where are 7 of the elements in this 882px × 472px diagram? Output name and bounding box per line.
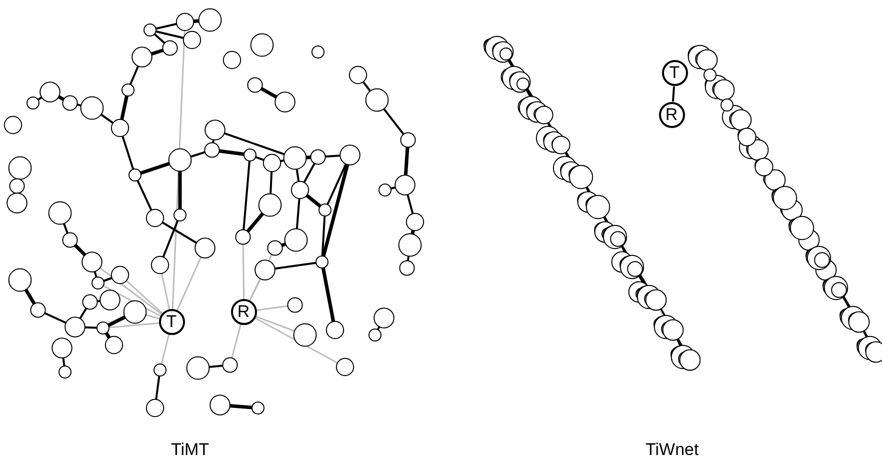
network-node: T: [662, 60, 688, 86]
panel-caption: TiMT: [171, 440, 210, 460]
network-node: T: [158, 308, 184, 334]
connector-line: [672, 86, 676, 102]
network-node: R: [658, 102, 684, 128]
panel-caption: TiWnet: [646, 440, 699, 460]
network-node: R: [230, 298, 256, 324]
